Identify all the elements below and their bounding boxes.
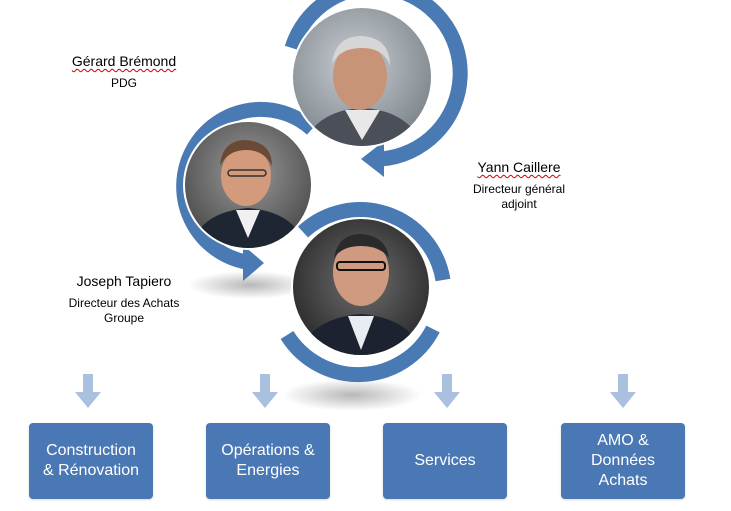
portrait-yann-caillere	[291, 217, 431, 357]
person-role: Directeur général adjoint	[472, 182, 566, 211]
department-label: Services	[414, 452, 476, 469]
department-label: AMO & Données Achats	[590, 432, 656, 489]
down-arrow-icon	[610, 374, 636, 408]
department-construction-renovation: Construction & Rénovation	[29, 423, 153, 499]
person-gerard-bremond: Gérard Brémond PDG	[58, 52, 190, 91]
person-role: PDG	[110, 76, 137, 90]
down-arrow-icon	[252, 374, 278, 408]
circular-arrow-1	[284, 0, 468, 177]
shadow	[188, 271, 312, 299]
department-services: Services	[383, 423, 507, 499]
circular-arrow-2	[176, 101, 317, 281]
circular-arrow-3	[280, 202, 451, 383]
down-arrow-icon	[75, 374, 101, 408]
person-name: Yann Caillere	[477, 159, 561, 175]
department-operations-energies: Opérations & Energies	[206, 423, 330, 499]
down-arrow-icon	[434, 374, 460, 408]
person-role: Directeur des Achats Groupe	[68, 296, 180, 325]
person-joseph-tapiero: Joseph Tapiero Directeur des Achats Grou…	[56, 272, 192, 326]
portrait-gerard-bremond	[291, 6, 433, 148]
person-name: Gérard Brémond	[71, 53, 177, 69]
person-name: Joseph Tapiero	[76, 273, 172, 289]
shadow	[282, 379, 422, 411]
portrait-joseph-tapiero	[183, 120, 313, 250]
department-amo-donnees-achats: AMO & Données Achats	[561, 423, 685, 499]
department-label: Construction & Rénovation	[42, 442, 140, 479]
person-yann-caillere: Yann Caillere Directeur général adjoint	[455, 158, 583, 212]
department-label: Opérations & Energies	[221, 442, 315, 479]
